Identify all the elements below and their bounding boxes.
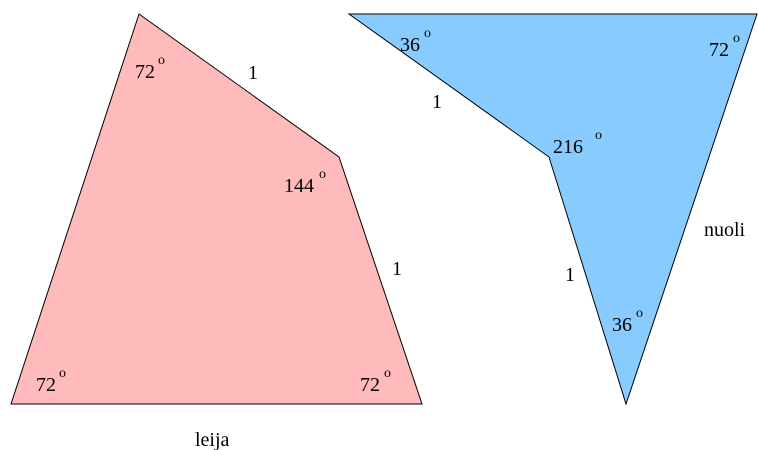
dart-name-label: nuoli — [704, 219, 746, 241]
kite-angle-bottom-left-degree: o — [59, 366, 66, 381]
dart-angle-bottom-degree: o — [636, 306, 643, 321]
kite-angle-top: 72 — [135, 61, 155, 83]
dart-angle-top-right-degree: o — [733, 31, 740, 46]
dart-angle-top-left: 36 — [400, 34, 420, 56]
dart-side-lower-label: 1 — [565, 264, 575, 286]
kite-angle-right-degree: o — [319, 167, 326, 182]
kite-angle-top-degree: o — [158, 53, 165, 68]
kite-angle-right: 144 — [284, 175, 314, 197]
kite-shape — [10, 13, 423, 405]
kite-angle-bottom-right: 72 — [360, 374, 380, 396]
kite-name-label: leija — [195, 429, 230, 450]
dart-angle-bottom: 36 — [612, 314, 632, 336]
kite-side-right-label: 1 — [392, 258, 402, 280]
kite-angle-bottom-right-degree: o — [384, 366, 391, 381]
kite-side-upper-label: 1 — [248, 62, 258, 84]
dart-side-upper-label: 1 — [432, 91, 442, 113]
kite-angle-bottom-left: 72 — [36, 374, 56, 396]
dart-angle-reflex: 216 — [553, 136, 583, 158]
dart-angle-reflex-degree: o — [595, 128, 602, 143]
dart-angle-top-right: 72 — [709, 39, 729, 61]
kite-figure: 72 o 144 o 72 o 72 o 1 1 leija — [10, 13, 423, 450]
dart-figure: 36 o 72 o 216 o 36 o 1 1 nuoli — [347, 13, 758, 406]
dart-shape — [347, 13, 758, 406]
dart-angle-top-left-degree: o — [424, 26, 431, 41]
